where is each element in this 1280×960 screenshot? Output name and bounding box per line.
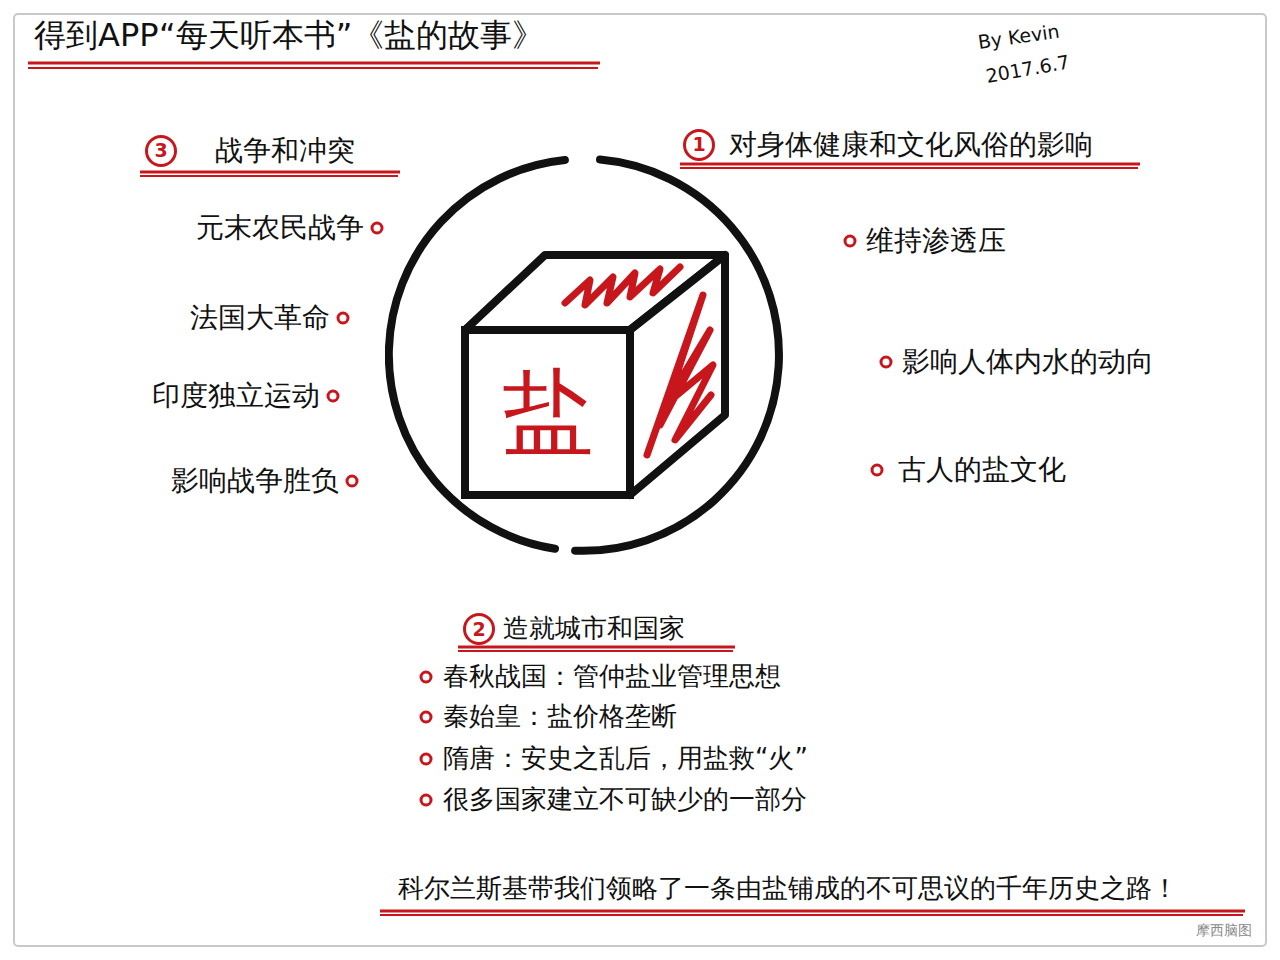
- bullet-dot: [421, 795, 431, 805]
- section-heading: 2 造就城市和国家: [463, 613, 685, 645]
- circle-arc: [389, 160, 779, 551]
- bullet-text: 法国大革命: [190, 301, 330, 335]
- heading-underline: [140, 171, 400, 174]
- heading-text: 造就城市和国家: [503, 613, 685, 644]
- bullet-text: 元末农民战争: [196, 211, 364, 245]
- bullet-dot: [328, 391, 338, 401]
- bullet-text: 古人的盐文化: [898, 453, 1066, 487]
- author-note: By Kevin: [976, 19, 1060, 53]
- salt-cube: [465, 255, 725, 495]
- heading-underline: [680, 163, 1140, 166]
- section-heading: 3 战争和冲突: [145, 134, 355, 168]
- title-underline: [28, 67, 598, 69]
- heading-text: 对身体健康和文化风俗的影响: [729, 128, 1093, 162]
- bullet-dot: [372, 223, 382, 233]
- bullet-text: 影响战争胜负: [171, 464, 339, 498]
- caption-underline: [380, 914, 1243, 916]
- bullet-text: 维持渗透压: [866, 224, 1006, 258]
- caption-underline: [380, 910, 1245, 913]
- heading-text: 战争和冲突: [215, 134, 355, 168]
- callout-number: 1: [683, 129, 715, 161]
- section-heading: 1 对身体健康和文化风俗的影响: [683, 128, 1093, 162]
- bullet-text: 很多国家建立不可缺少的一部分: [443, 784, 807, 815]
- salt-character: 盐: [469, 334, 626, 491]
- bullet-dot: [881, 357, 891, 367]
- bullet-text: 隋唐：安史之乱后，用盐救“火”: [443, 743, 808, 774]
- bullet-dot: [421, 754, 431, 764]
- bullet-dot: [347, 476, 357, 486]
- title-underline: [28, 62, 600, 65]
- bullet-text: 春秋战国：管仲盐业管理思想: [443, 661, 781, 692]
- heading-underline: [140, 175, 398, 177]
- circle-outline: [385, 155, 785, 555]
- heading-underline: [458, 646, 735, 649]
- bullet-dot: [421, 712, 431, 722]
- bullet-text: 影响人体内水的动向: [902, 345, 1154, 379]
- callout-number: 3: [145, 135, 177, 167]
- title-text: 得到APP“每天听本书”《盐的故事》: [34, 16, 544, 54]
- bullet-dot: [338, 313, 348, 323]
- caption-text: 科尔兰斯基带我们领略了一条由盐铺成的不可思议的千年历史之路！: [398, 873, 1178, 904]
- bullet-text: 秦始皇：盐价格垄断: [443, 701, 677, 732]
- salt-circle: 盐: [385, 155, 785, 555]
- page-frame: [14, 14, 1266, 946]
- heading-underline: [680, 167, 1138, 169]
- bullet-text: 印度独立运动: [152, 379, 320, 413]
- bullet-dot: [421, 672, 431, 682]
- bullet-dot: [872, 465, 882, 475]
- callout-number: 2: [463, 613, 495, 645]
- date-note: 2017.6.7: [984, 50, 1071, 87]
- heading-underline: [458, 650, 733, 652]
- watermark: 摩西脑图: [1196, 922, 1252, 939]
- bullet-dot: [845, 236, 855, 246]
